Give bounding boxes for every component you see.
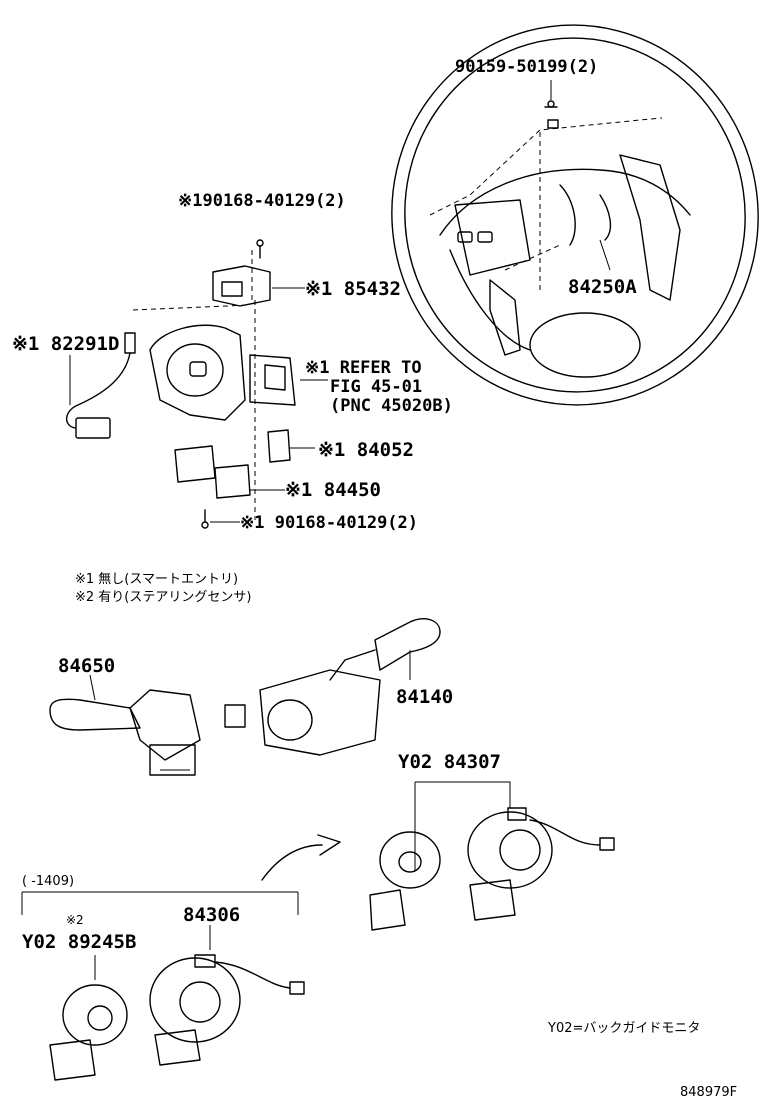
label-refer-to: ※1 REFER TO	[305, 358, 422, 378]
switch-assembly-drawing	[66, 239, 296, 529]
screw-icon	[544, 100, 558, 108]
reference-code: 848979F	[680, 1085, 737, 1100]
label-84307: Y02 84307	[398, 751, 501, 773]
note-mark-2: ※2	[66, 913, 84, 927]
spiral-cable-84307-drawing	[369, 781, 615, 931]
label-82291d: ※1 82291D	[12, 333, 119, 355]
combination-switch-drawing	[49, 618, 441, 776]
label-90159-50199: 90159-50199(2)	[455, 57, 598, 77]
label-refer-fig: FIG 45-01	[330, 377, 422, 397]
label-84306: 84306	[183, 904, 240, 926]
y02-legend: Y02=バックガイドモニタ	[547, 1021, 700, 1036]
label-84650: 84650	[58, 655, 115, 677]
label-90168-40129-bottom: ※1 90168-40129(2)	[240, 513, 418, 533]
direction-arrow-icon	[261, 834, 341, 881]
label-range: ( -1409)	[22, 874, 74, 889]
label-84052: ※1 84052	[318, 439, 414, 461]
label-84140: 84140	[396, 686, 453, 708]
label-84450: ※1 84450	[285, 479, 381, 501]
label-85432: ※1 85432	[305, 278, 401, 300]
label-90168-40129-top: ※190168-40129(2)	[178, 191, 346, 211]
label-refer-pnc: (PNC 45020B)	[330, 396, 453, 416]
note-2: ※2 有り(ステアリングセンサ)	[75, 590, 251, 605]
label-84250a: 84250A	[568, 276, 637, 298]
steering-wheel-drawing	[391, 24, 759, 406]
label-89245b: Y02 89245B	[22, 931, 136, 953]
note-1: ※1 無し(スマートエントリ)	[75, 572, 238, 587]
spiral-cable-84306-drawing	[21, 891, 305, 1081]
